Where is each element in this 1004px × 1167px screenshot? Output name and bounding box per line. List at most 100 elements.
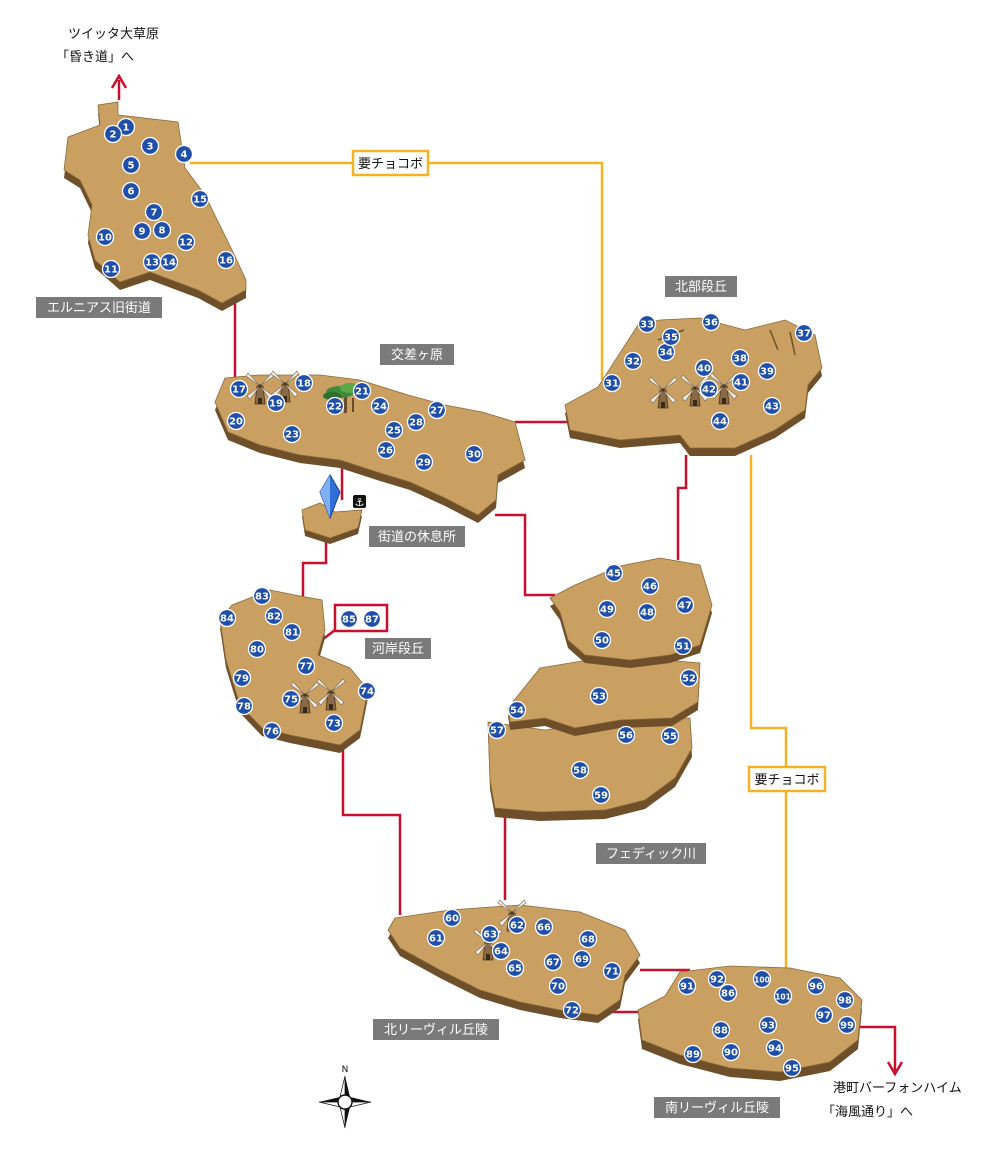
marker-number: 2 xyxy=(110,130,117,141)
marker-badge xyxy=(426,928,446,948)
marker-number: 27 xyxy=(430,406,444,417)
route-chocobo-2 xyxy=(749,455,788,980)
marker-57: 57 xyxy=(487,720,507,740)
marker-number: 81 xyxy=(285,628,299,639)
marker-number: 83 xyxy=(255,592,269,603)
marker-26: 26 xyxy=(376,440,396,460)
marker-number: 92 xyxy=(710,975,724,986)
marker-badge xyxy=(487,720,507,740)
marker-number: 51 xyxy=(676,642,690,653)
marker-number: 65 xyxy=(508,964,522,975)
marker-number: 41 xyxy=(734,378,748,389)
marker-badge xyxy=(699,379,719,399)
marker-80: 80 xyxy=(247,639,267,659)
marker-badge xyxy=(679,668,699,688)
marker-91: 91 xyxy=(677,976,697,996)
marker-number: 60 xyxy=(445,914,459,925)
marker-badge xyxy=(234,696,254,716)
marker-badge xyxy=(505,958,525,978)
marker-badge xyxy=(357,681,377,701)
marker-number: 26 xyxy=(379,446,393,457)
svg-text:南リーヴィル丘陵: 南リーヴィル丘陵 xyxy=(665,1100,769,1116)
marker-97: 97 xyxy=(814,1005,834,1025)
marker-number: 79 xyxy=(235,674,249,685)
marker-number: 49 xyxy=(600,605,614,616)
marker-badge xyxy=(216,250,236,270)
marker-69: 69 xyxy=(572,949,592,969)
marker-63: 63 xyxy=(480,924,500,944)
marker-number: 39 xyxy=(760,367,774,378)
marker-badge xyxy=(264,606,284,626)
marker-40: 40 xyxy=(694,358,714,378)
region-labels: エルニアス旧街道 交差ヶ原 北部段丘 街道の休息所 河岸段丘 フェディック川 北… xyxy=(36,276,780,1118)
marker-7: 7 xyxy=(144,202,164,222)
marker-number: 29 xyxy=(417,458,431,469)
marker-46: 46 xyxy=(640,576,660,596)
marker-18: 18 xyxy=(294,373,314,393)
route-southeast-exit xyxy=(860,1025,897,1072)
route-kagan-kitariveal xyxy=(341,745,402,915)
marker-number: 33 xyxy=(640,320,654,331)
marker-number: 14 xyxy=(162,258,176,269)
marker-number: 98 xyxy=(838,996,852,1007)
marker-79: 79 xyxy=(232,668,252,688)
marker-101: 101 xyxy=(773,986,793,1006)
marker-37: 37 xyxy=(794,323,814,343)
marker-badge xyxy=(604,563,624,583)
crystal-icon xyxy=(319,474,341,520)
marker-badge xyxy=(721,1042,741,1062)
svg-text:「海風通り」へ: 「海風通り」へ xyxy=(822,1105,913,1120)
region-label-minamiriveal: 南リーヴィル丘陵 xyxy=(654,1097,780,1118)
marker-55: 55 xyxy=(660,726,680,746)
marker-badge xyxy=(262,721,282,741)
marker-39: 39 xyxy=(757,361,777,381)
svg-text:エルニアス旧街道: エルニアス旧街道 xyxy=(47,301,151,316)
marker-94: 94 xyxy=(765,1038,785,1058)
marker-30: 30 xyxy=(464,444,484,464)
marker-badge xyxy=(282,622,302,642)
marker-badge xyxy=(480,924,500,944)
marker-35: 35 xyxy=(661,327,681,347)
marker-number: 59 xyxy=(594,791,608,802)
marker-badge xyxy=(491,941,511,961)
marker-badge xyxy=(339,609,359,629)
marker-4: 4 xyxy=(174,144,194,164)
region-minamiriveal-land xyxy=(637,965,863,1081)
marker-badge xyxy=(324,713,344,733)
marker-number: 23 xyxy=(285,430,299,441)
marker-number: 52 xyxy=(682,674,696,685)
marker-86: 86 xyxy=(718,983,738,1003)
marker-89: 89 xyxy=(683,1044,703,1064)
marker-number: 75 xyxy=(284,695,298,706)
region-label-kaidou: 街道の休息所 xyxy=(369,526,465,547)
marker-78: 78 xyxy=(234,696,254,716)
marker-15: 15 xyxy=(190,189,210,209)
marker-badge xyxy=(757,361,777,381)
marker-number: 50 xyxy=(595,636,609,647)
marker-43: 43 xyxy=(762,396,782,416)
marker-17: 17 xyxy=(229,379,249,399)
marker-50: 50 xyxy=(592,630,612,650)
marker-number: 56 xyxy=(619,731,633,742)
marker-badge xyxy=(406,412,426,432)
marker-badge xyxy=(814,1005,834,1025)
region-label-kitariveal: 北リーヴィル丘陵 xyxy=(373,1019,499,1040)
marker-87: 87 xyxy=(362,609,382,629)
marker-badge xyxy=(543,952,563,972)
arrow-north xyxy=(110,73,128,89)
marker-number: 77 xyxy=(299,662,313,673)
marker-badge xyxy=(103,124,123,144)
exit-north: ツイッタ大草原 「昏き道」へ xyxy=(56,27,159,65)
marker-31: 31 xyxy=(602,373,622,393)
marker-badge xyxy=(507,700,527,720)
marker-badge xyxy=(602,961,622,981)
marker-badge xyxy=(591,785,611,805)
marker-82: 82 xyxy=(264,606,284,626)
marker-badge xyxy=(701,312,721,332)
marker-number: 62 xyxy=(510,921,524,932)
marker-number: 4 xyxy=(181,150,188,161)
svg-text:河岸段丘: 河岸段丘 xyxy=(372,642,424,657)
marker-badge xyxy=(174,144,194,164)
marker-number: 68 xyxy=(581,935,595,946)
marker-number: 95 xyxy=(785,1064,799,1075)
